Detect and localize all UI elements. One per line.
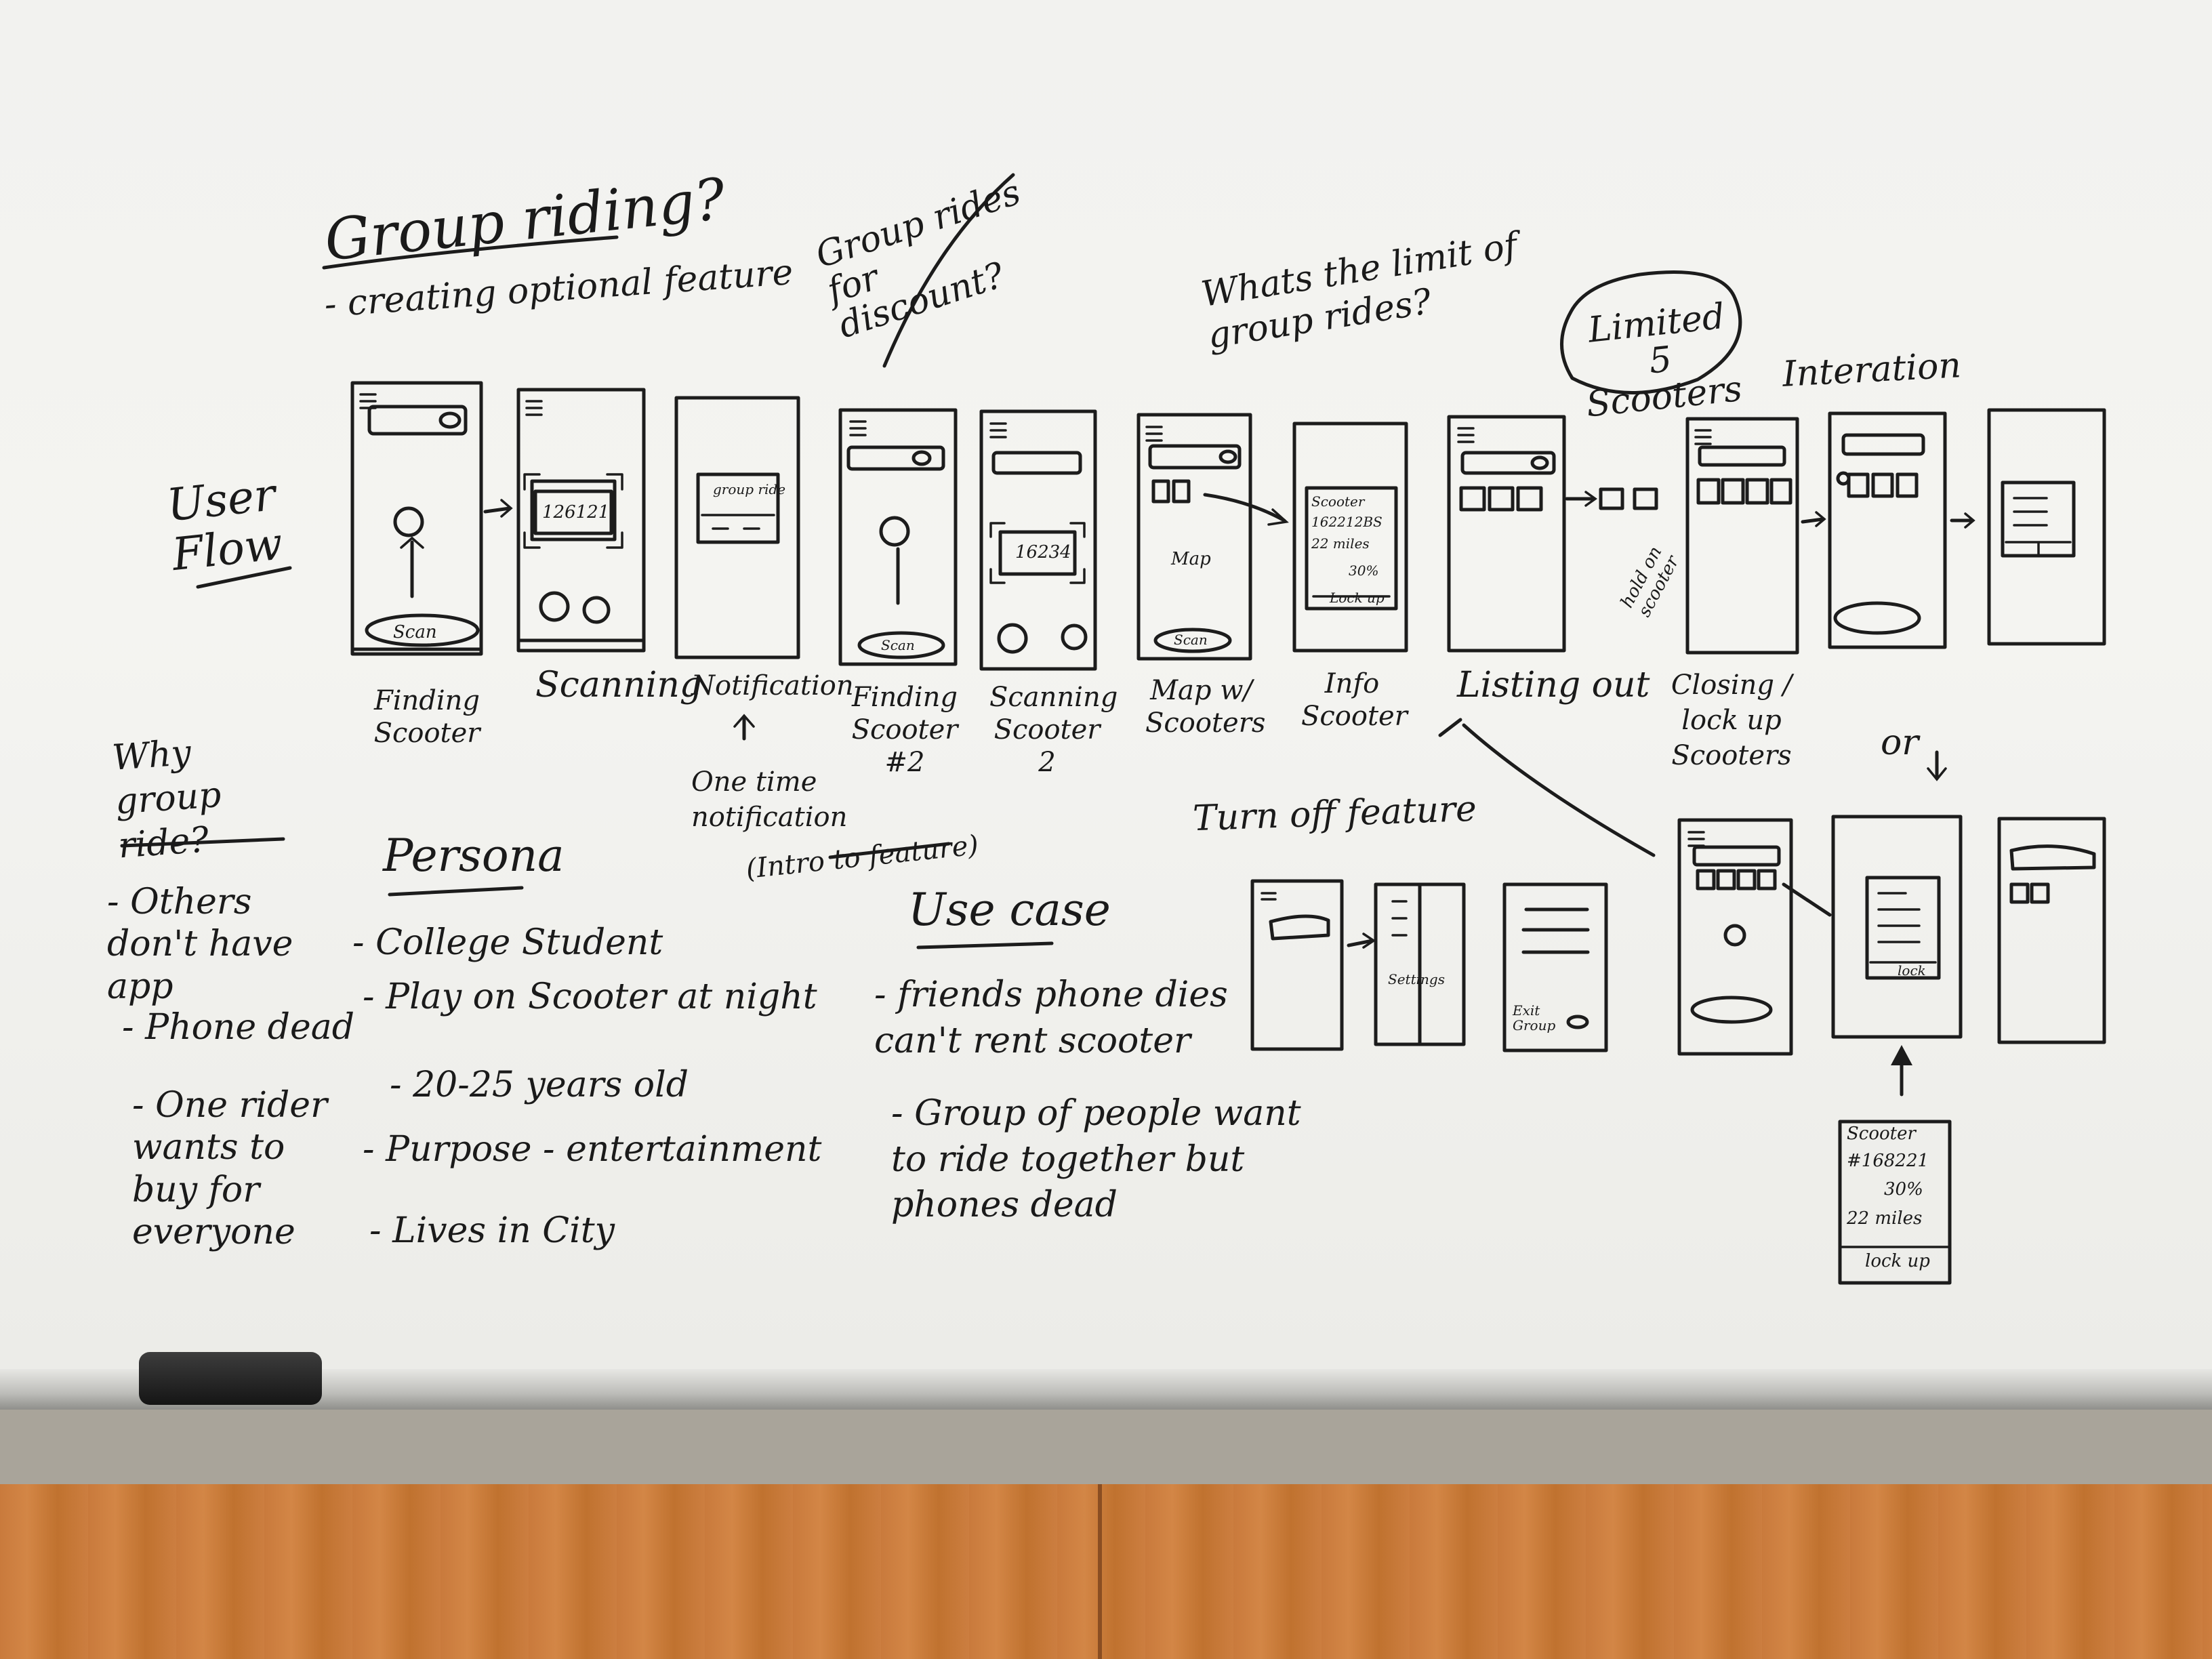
info-line-5: Lock up — [1330, 590, 1385, 606]
lockup-card-title: Scooter — [1847, 1124, 1916, 1144]
screen-4-button: Scan — [881, 637, 915, 653]
persona-item-5: - Lives in City — [369, 1210, 615, 1251]
screen-alt-list — [1677, 818, 1793, 1056]
use-case-underline — [916, 941, 1054, 949]
alt-card-lock-button: lock — [1898, 962, 1926, 979]
screen-alt-card — [1831, 815, 1963, 1039]
user-flow-underline — [196, 566, 292, 589]
turn-off-label: Turn off feature — [1192, 788, 1477, 840]
interaction-note: Interation — [1781, 345, 1963, 395]
persona-heading: Persona — [383, 830, 565, 882]
interaction-arrow-1 — [1801, 517, 1825, 524]
lockup-card-battery: 30% — [1884, 1179, 1923, 1200]
desk-seam — [1098, 1484, 1102, 1659]
info-line-1: Scooter — [1311, 493, 1365, 510]
screen-closing-lockup — [1685, 417, 1799, 655]
lockup-card-range: 22 miles — [1847, 1208, 1923, 1229]
why-item-3: - One rider wants to buy for everyone — [132, 1085, 327, 1253]
why-underline — [120, 837, 285, 848]
screen-alt-end — [1997, 817, 2106, 1044]
alt-double-arrow — [1782, 882, 1832, 917]
limit-answer: Limited 5 Scooters — [1584, 295, 1744, 426]
persona-item-4: - Purpose - entertainment — [363, 1129, 822, 1170]
extra-scooter-b — [1633, 487, 1658, 510]
caption-finding-scooter: Finding Scooter — [373, 685, 480, 749]
info-line-3: 22 miles — [1311, 535, 1370, 552]
use-case-item-1: - friends phone dies can't rent scooter — [874, 975, 1228, 1061]
limited-circle — [1560, 270, 1742, 394]
use-case-heading: Use case — [908, 884, 1111, 936]
extra-scooter-a — [1599, 487, 1624, 510]
caption-notification: Notification — [691, 670, 854, 701]
screen-6-map: Map — [1171, 549, 1211, 569]
screen-interaction — [1828, 411, 1947, 649]
caption-finding-scooter-2: Finding Scooter #2 — [851, 682, 958, 778]
or-note: or — [1881, 722, 1919, 763]
why-item-2: - Phone dead — [122, 1007, 355, 1048]
caption-listing-out: Listing out — [1457, 665, 1650, 705]
map-to-info-arrow — [1203, 493, 1286, 523]
turn-off-arrow-head — [1438, 718, 1462, 737]
persona-item-2: - Play on Scooter at night — [363, 977, 817, 1017]
caption-scanning-scooter-2: Scanning Scooter 2 — [989, 682, 1118, 778]
marker-tray — [0, 1369, 2212, 1410]
turn-off-screen-2 — [1374, 882, 1466, 1046]
info-line-4: 30% — [1349, 562, 1379, 579]
arrow-1 — [483, 506, 512, 514]
whiteboard — [0, 0, 2212, 1379]
caption-closing-lockup: Closing / lock up Scooters — [1671, 670, 1793, 771]
wooden-desk — [0, 1484, 2212, 1659]
persona-item-3: - 20-25 years old — [390, 1065, 689, 1105]
turn-off-exit-label: Exit Group — [1513, 1002, 1556, 1033]
screen-scanning — [516, 388, 646, 653]
wireframe-sketch — [120, 173, 2106, 1285]
screen-1-button: Scan — [393, 622, 437, 642]
wall — [0, 1410, 2212, 1484]
screen-2-code: 126121 — [542, 502, 610, 523]
turn-off-return-arrow — [1462, 723, 1656, 857]
screen-finding-scooter — [350, 381, 483, 656]
screen-map-scooters — [1136, 413, 1252, 661]
screen-6-button: Scan — [1174, 632, 1208, 648]
caption-map-scooters: Map w/ Scooters — [1145, 675, 1266, 739]
notification-note: One time notification — [691, 766, 848, 833]
info-line-2: 162212BS — [1311, 514, 1382, 530]
turn-off-screen-1 — [1250, 879, 1344, 1051]
turn-off-screen-3 — [1502, 882, 1608, 1052]
whiteboard-eraser — [139, 1352, 322, 1405]
discount-strike — [882, 173, 1015, 368]
caption-scanning: Scanning — [535, 665, 703, 705]
screen-notification — [674, 396, 800, 659]
screen-detail — [1987, 408, 2106, 646]
caption-info-scooter: Info Scooter — [1301, 668, 1408, 732]
lockup-card-id: #168221 — [1847, 1151, 1929, 1171]
screen-info-scooter — [1292, 422, 1408, 653]
intro-strike — [828, 842, 951, 859]
screen-listing-out — [1447, 415, 1566, 653]
user-flow-label: User Flow — [164, 468, 285, 581]
screen-finding-scooter-2 — [838, 408, 958, 666]
persona-underline — [388, 886, 524, 897]
screen-3-card: group ride — [713, 481, 786, 497]
turn-off-arrow — [1347, 939, 1374, 947]
turn-off-settings-label: Settings — [1388, 971, 1445, 987]
screen-scanning-scooter-2 — [979, 409, 1097, 671]
persona-item-1: - College Student — [352, 922, 663, 963]
screen-5-code: 16234 — [1015, 542, 1071, 562]
why-heading: Why group ride? — [110, 732, 223, 867]
why-item-1: - Others don't have app — [107, 882, 293, 1007]
lockup-card-box — [1838, 1120, 1952, 1285]
title-underline — [322, 235, 619, 270]
lockup-card-action: lock up — [1865, 1251, 1930, 1271]
use-case-item-2: - Group of people want to ride together … — [891, 1093, 1301, 1226]
